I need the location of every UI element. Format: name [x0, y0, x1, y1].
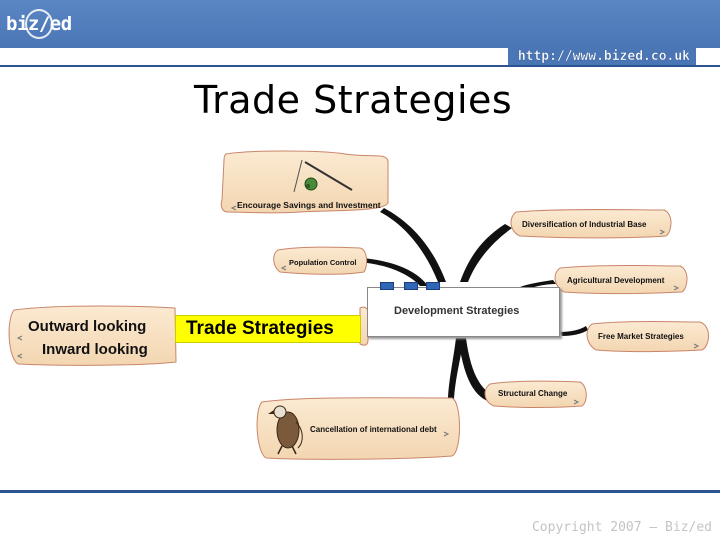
- vulture-illustration: [268, 405, 303, 455]
- branch-free-market: Free Market Strategies: [598, 332, 684, 341]
- trade-strategies-label: Trade Strategies: [186, 318, 334, 339]
- header-divider: [0, 65, 720, 67]
- development-strategies-node[interactable]: Development Strategies: [367, 282, 560, 337]
- branch-debt: Cancellation of international debt: [310, 425, 437, 434]
- node-tab-1: [380, 282, 394, 290]
- site-url[interactable]: http://www.bized.co.uk: [507, 48, 696, 66]
- savings-illustration: [293, 159, 353, 193]
- branch-structural: Structural Change: [498, 389, 568, 398]
- footer-divider: [0, 490, 720, 493]
- development-strategies-label: Development Strategies: [394, 305, 520, 317]
- branch-scrolls: [8, 150, 709, 460]
- mind-map-graphics: [8, 150, 709, 460]
- branch-population: Population Control: [289, 258, 357, 267]
- mind-map: Encourage Savings and Investment Populat…: [0, 140, 720, 480]
- header-bar: biz/ed: [0, 0, 720, 48]
- url-bar: http://www.bized.co.uk: [0, 48, 720, 66]
- logo-text: biz/ed: [6, 13, 72, 35]
- trade-strategies-node[interactable]: Trade Strategies: [175, 315, 361, 343]
- node-tab-3: [426, 282, 440, 290]
- node-tab-2: [404, 282, 418, 290]
- slide-title: Trade Strategies: [194, 78, 513, 122]
- bized-logo[interactable]: biz/ed: [6, 7, 76, 41]
- trade-option-outward: Outward looking: [28, 318, 147, 335]
- trade-option-inward: Inward looking: [42, 341, 148, 358]
- branch-savings: Encourage Savings and Investment: [237, 200, 381, 210]
- scroll-arrows: [16, 205, 700, 437]
- branch-agricultural: Agricultural Development: [567, 276, 665, 285]
- copyright-text: Copyright 2007 – Biz/ed: [531, 520, 712, 535]
- branch-diversification: Diversification of Industrial Base: [522, 220, 647, 229]
- logo-ring-icon: [25, 9, 53, 39]
